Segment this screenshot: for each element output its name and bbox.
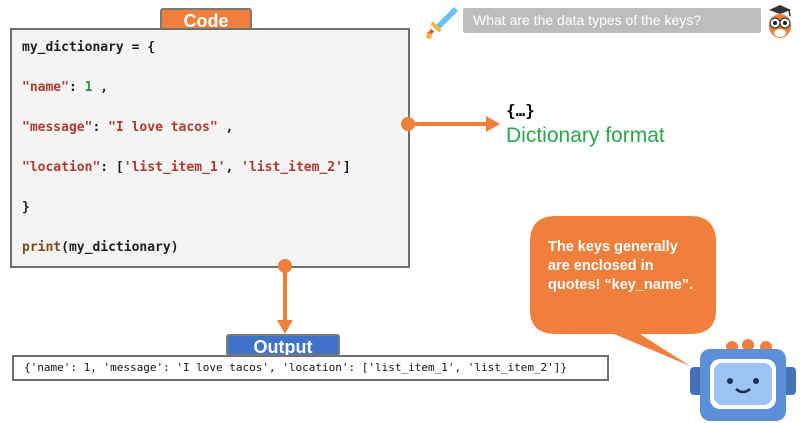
- code-line: "location": ['list_item_1', 'list_item_2…: [22, 160, 351, 175]
- code-token: :: [68, 80, 85, 95]
- output-panel: {'name': 1, 'message': 'I love tacos', '…: [12, 355, 609, 381]
- code-token: "name": [22, 80, 69, 95]
- code-token: 1: [84, 80, 93, 95]
- code-line: "message": "I love tacos" ,: [22, 120, 233, 135]
- sword-icon: [426, 7, 458, 39]
- dictionary-format-label: Dictionary format: [506, 124, 665, 147]
- bubble-line: are enclosed in: [548, 258, 654, 274]
- dictionary-braces: {…}: [506, 101, 535, 120]
- code-line: print(my_dictionary): [22, 240, 179, 255]
- speech-bubble: [530, 216, 716, 366]
- code-token: "message": [22, 120, 93, 135]
- code-line: }: [22, 200, 30, 215]
- bubble-line: quotes! “key_name”.: [548, 277, 694, 293]
- code-token: print: [22, 240, 62, 255]
- code-line: my_dictionary = {: [22, 40, 155, 55]
- bubble-message: The keys generally are enclosed in quote…: [548, 238, 733, 295]
- code-panel: my_dictionary = { "name": 1 , "message":…: [10, 28, 410, 268]
- output-text: {'name': 1, 'message': 'I love tacos', '…: [24, 361, 568, 374]
- owl-mascot-icon: [769, 5, 791, 38]
- bubble-line: The keys generally: [548, 239, 678, 255]
- code-token: }: [22, 200, 30, 215]
- code-token: ,: [217, 120, 234, 135]
- code-token: ]: [342, 160, 351, 175]
- code-line: "name": 1 ,: [22, 80, 108, 95]
- code-token: (my_dictionary): [61, 240, 179, 255]
- code-token: ,: [92, 80, 109, 95]
- arrow-to-dictionary-icon: [401, 116, 500, 132]
- code-token: :: [92, 120, 109, 135]
- code-token: ,: [225, 160, 242, 175]
- code-label: Code: [160, 8, 252, 31]
- arrow-to-output-icon: [277, 259, 293, 334]
- code-token: my_dictionary = {: [22, 40, 156, 55]
- output-label: Output: [226, 334, 340, 357]
- question-banner: What are the data types of the keys?: [463, 8, 761, 33]
- code-token: 'list_item_1': [123, 160, 226, 175]
- code-token: 'list_item_2': [241, 160, 343, 175]
- code-token: "I love tacos": [108, 120, 218, 135]
- code-token: : [: [100, 160, 124, 175]
- robot-mascot-icon: [690, 339, 796, 421]
- code-token: "location": [22, 160, 101, 175]
